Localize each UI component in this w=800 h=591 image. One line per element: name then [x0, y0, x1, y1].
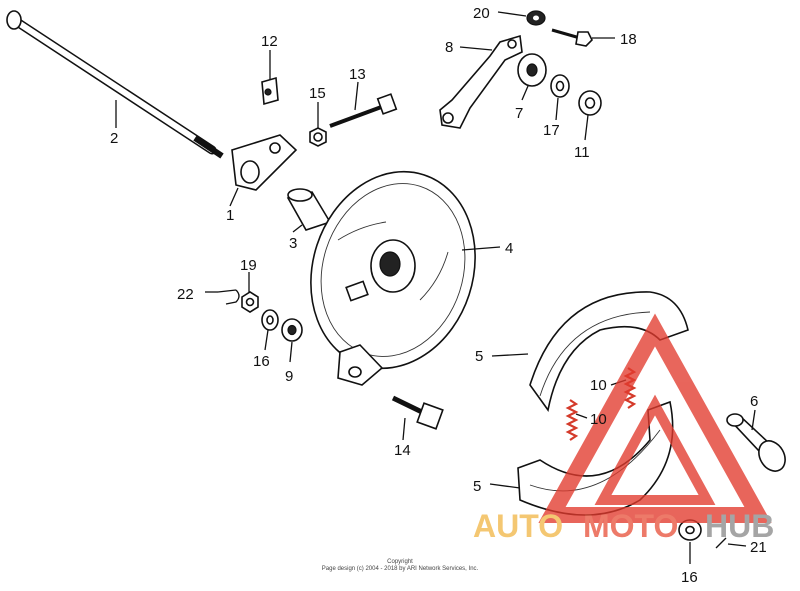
automotohub-watermark: AUTO MOTO HUB — [473, 313, 774, 544]
brake-cam-part[interactable] — [726, 413, 790, 476]
washer-part-11[interactable] — [578, 90, 602, 116]
watermark-triangle-outer — [538, 313, 772, 523]
callout-18: 18 — [620, 31, 637, 48]
callout-14: 14 — [394, 442, 411, 459]
callout-8: 8 — [445, 39, 453, 56]
axle-collar-part[interactable] — [231, 134, 298, 191]
callout-5-lower: 5 — [473, 478, 481, 495]
callout-16-lower: 16 — [681, 569, 698, 586]
callout-12: 12 — [261, 33, 278, 50]
cotter-pin-part[interactable] — [217, 289, 240, 305]
indicator-plate-part[interactable] — [517, 53, 547, 87]
brake-arm-part[interactable] — [439, 34, 523, 129]
callout-3: 3 — [289, 235, 297, 252]
pin-part-21[interactable] — [715, 537, 727, 549]
callout-16: 16 — [253, 353, 270, 370]
washer-part-16[interactable] — [261, 309, 279, 331]
watermark-auto: AUTO — [473, 508, 563, 544]
leader-lines — [115, 11, 756, 564]
watermark-triangle-inner — [594, 394, 716, 505]
washer-part-20[interactable] — [526, 10, 546, 26]
callout-4: 4 — [505, 240, 513, 257]
callout-21: 21 — [750, 539, 767, 556]
nut-part-19[interactable] — [241, 291, 259, 313]
watermark-hub: HUB — [705, 508, 774, 544]
brake-panel-part[interactable] — [286, 150, 500, 390]
callout-19: 19 — [240, 257, 257, 274]
callout-2: 2 — [110, 130, 118, 147]
callout-15: 15 — [309, 85, 326, 102]
bolt-part[interactable] — [329, 93, 398, 128]
callout-10-upper: 10 — [590, 377, 607, 394]
clip-part[interactable] — [261, 76, 279, 106]
watermark-moto: MOTO — [583, 508, 678, 544]
nut-part[interactable] — [309, 127, 327, 147]
callout-13: 13 — [349, 66, 366, 83]
bolt-part-18[interactable] — [551, 28, 593, 47]
axle-part[interactable] — [6, 10, 224, 159]
callout-1: 1 — [226, 207, 234, 224]
callout-5-upper: 5 — [475, 348, 483, 365]
copyright-line-1: Copyright — [387, 559, 413, 565]
callout-11: 11 — [574, 144, 590, 161]
callout-9: 9 — [285, 368, 293, 385]
copyright-notice: Copyright Page design (c) 2004 - 2018 by… — [322, 559, 479, 572]
callout-6: 6 — [750, 393, 758, 410]
callout-20: 20 — [473, 5, 490, 22]
callout-10-lower: 10 — [590, 411, 607, 428]
callout-labels: 2 1 3 12 15 13 8 20 18 7 17 11 4 22 19 1… — [110, 5, 767, 586]
spacer-part[interactable] — [286, 188, 332, 231]
washer-part-17[interactable] — [550, 74, 570, 98]
callout-17: 17 — [543, 122, 560, 139]
brake-spring-lower-part[interactable] — [565, 399, 579, 441]
callout-22: 22 — [177, 286, 194, 303]
brake-shoe-upper-part[interactable] — [529, 291, 689, 412]
copyright-line-2: Page design (c) 2004 - 2018 by ARI Netwo… — [322, 566, 479, 572]
anchor-pin-part[interactable] — [391, 395, 444, 430]
callout-7: 7 — [515, 105, 523, 122]
washer-part-9[interactable] — [281, 318, 303, 342]
